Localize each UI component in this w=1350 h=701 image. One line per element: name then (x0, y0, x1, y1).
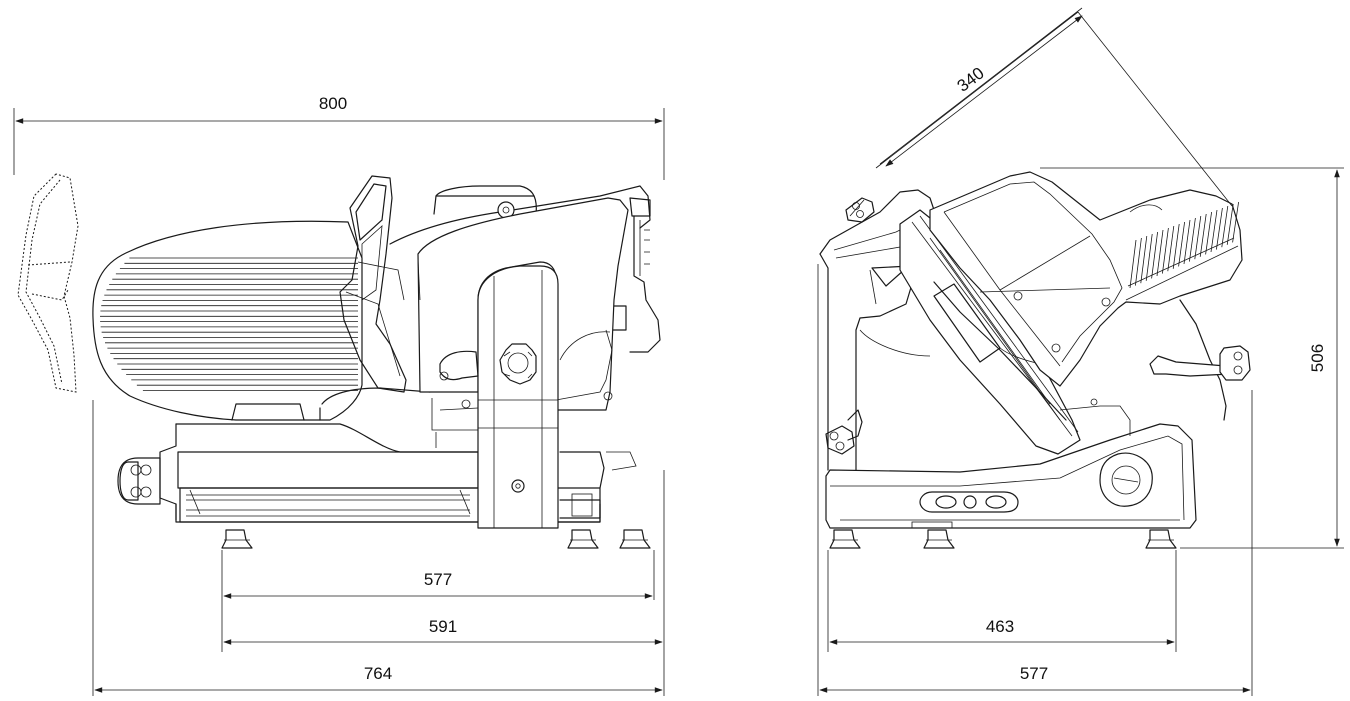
side-guard-rib (1205, 211, 1212, 255)
side-guard-rib (1135, 237, 1142, 286)
side-feet (829, 529, 1177, 549)
side-guard-rib (1189, 217, 1196, 262)
side-guard-rib (1145, 233, 1153, 281)
side-carriage (859, 209, 1081, 455)
upper-housing (389, 185, 661, 353)
side-guard-rib (1226, 203, 1234, 245)
product-tray (339, 175, 407, 393)
dim-front-577: 577 (424, 570, 452, 589)
dim-front-591: 591 (429, 617, 457, 636)
blade-guard (92, 220, 363, 421)
handle-dashed-outline (17, 173, 79, 393)
front-view: 800 577 591 764 (13, 94, 665, 696)
side-guard-rib (1151, 231, 1158, 279)
side-guard-rib (1156, 229, 1164, 277)
dim-side-463: 463 (986, 617, 1014, 636)
side-right-details (1059, 299, 1251, 436)
side-guard-rib (1129, 239, 1137, 289)
side-guard-rib (1232, 201, 1239, 243)
dim-side-340: 340 (954, 63, 988, 95)
side-guard-rib (1183, 219, 1191, 265)
side-guard-rib (1178, 221, 1185, 267)
side-knob (1099, 452, 1153, 507)
dim-front-764: 764 (364, 664, 392, 683)
side-guard-rib (1194, 215, 1202, 260)
front-feet (221, 529, 651, 549)
side-guard-rib (1172, 223, 1180, 269)
side-guard-rib (1162, 227, 1169, 274)
front-dimensions (13, 108, 665, 696)
side-dimensions (817, 7, 1344, 696)
side-guard-rib (1210, 209, 1218, 253)
side-guard-rib (1216, 207, 1223, 250)
side-guard-rib (1199, 213, 1207, 257)
center-support (417, 197, 637, 529)
side-blade-guard (929, 171, 1243, 387)
dim-side-506: 506 (1308, 344, 1327, 372)
dim-side-577: 577 (1020, 664, 1048, 683)
side-view: 340 506 463 577 (817, 7, 1344, 696)
side-guard-rib (1221, 205, 1229, 248)
side-guard-rib (1140, 235, 1148, 284)
side-base (825, 409, 1197, 529)
slicer-body (117, 387, 605, 523)
side-guard-rib (1167, 225, 1175, 272)
dim-front-800: 800 (319, 94, 347, 113)
thickness-knob (499, 343, 537, 385)
